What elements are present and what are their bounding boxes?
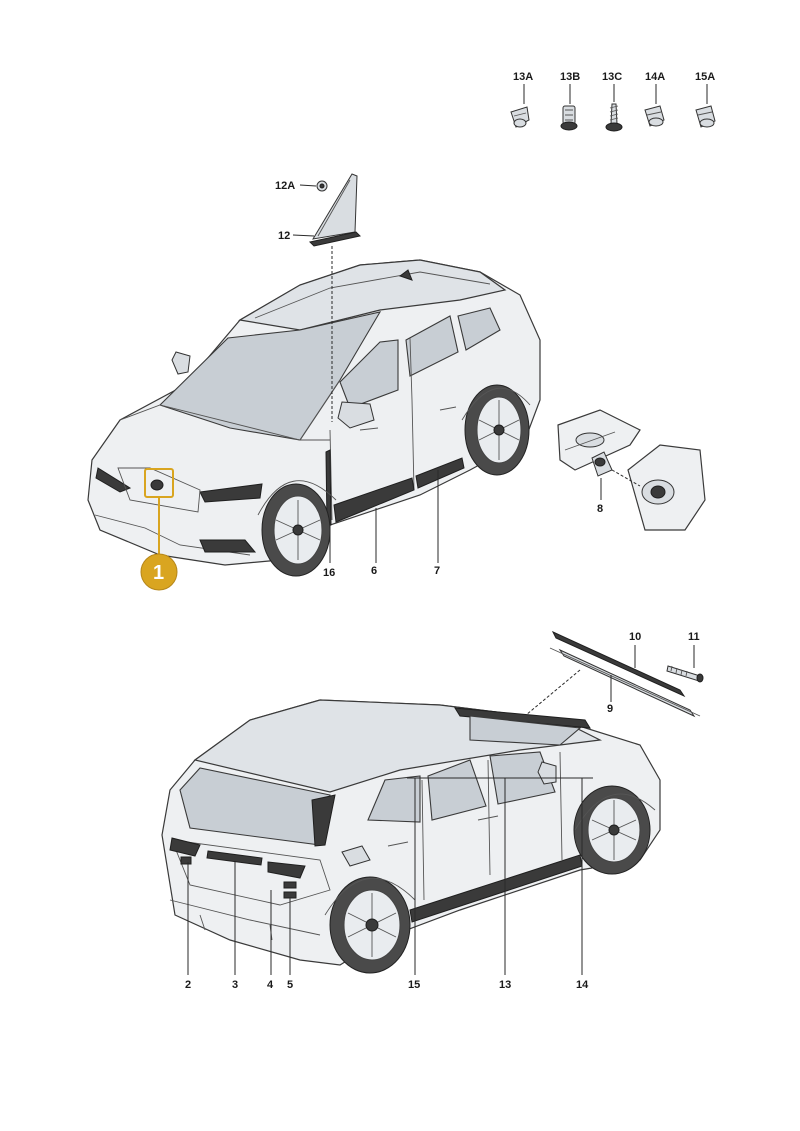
- label-2: 2: [185, 979, 191, 991]
- label-4: 4: [267, 979, 274, 991]
- car-rear-view: [161, 699, 661, 974]
- roof-rail-detail: [549, 630, 704, 718]
- label-10: 10: [629, 631, 641, 643]
- label-9: 9: [607, 703, 613, 715]
- label-6: 6: [371, 565, 377, 577]
- fastener-13B: [560, 105, 578, 131]
- fastener-14A: [644, 105, 665, 127]
- label-7: 7: [434, 565, 440, 577]
- fastener-13C: [605, 103, 623, 132]
- label-15A: 15A: [695, 71, 715, 83]
- callout-badge-1: 1: [140, 497, 178, 591]
- fastener-row: 13A 13B 13C 14A 15A: [510, 71, 716, 132]
- label-5: 5: [287, 979, 293, 991]
- label-16: 16: [323, 567, 335, 579]
- badge-number: 1: [153, 562, 164, 584]
- fastener-13A: [510, 106, 530, 128]
- label-8: 8: [597, 503, 603, 515]
- clip-detail-inset: [557, 409, 706, 531]
- label-14: 14: [576, 979, 589, 991]
- label-14A: 14A: [645, 71, 665, 83]
- label-13B: 13B: [560, 71, 580, 83]
- label-13C: 13C: [602, 71, 622, 83]
- fastener-15A: [695, 105, 716, 128]
- label-12A: 12A: [275, 180, 295, 192]
- label-13: 13: [499, 979, 511, 991]
- label-12: 12: [278, 230, 290, 242]
- label-13A: 13A: [513, 71, 533, 83]
- label-11: 11: [688, 631, 700, 643]
- label-15: 15: [408, 979, 420, 991]
- car-front-view: [87, 259, 541, 577]
- mirror-triangle-trim: [308, 173, 362, 247]
- label-3: 3: [232, 979, 238, 991]
